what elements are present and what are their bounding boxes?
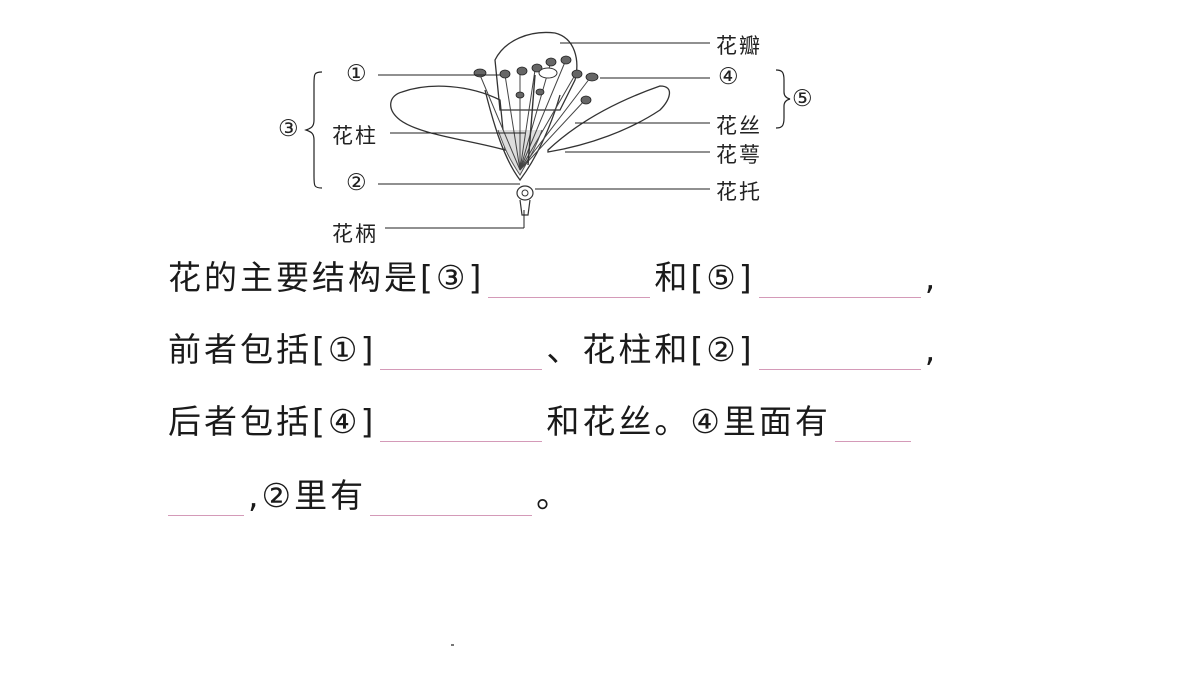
line1-text-a: 花的主要结构是[③] — [168, 258, 485, 297]
line1-text-b: 和[⑤] — [654, 258, 755, 297]
flower-cup — [484, 89, 561, 182]
flower-structure-diagram — [304, 31, 791, 229]
label-filament: 花丝 — [716, 114, 762, 138]
blank-2-contents[interactable] — [370, 481, 533, 516]
blank-4-contents-part1[interactable] — [834, 407, 911, 442]
stalk — [519, 199, 531, 216]
line1-text-c: , — [924, 258, 939, 297]
question-line-3: 后者包括[④] 和花丝。④里面有 — [168, 402, 915, 442]
left-brace — [304, 71, 323, 189]
blank-4-contents-part2[interactable] — [168, 481, 244, 516]
blank-1-answer[interactable] — [380, 335, 543, 370]
blank-5-answer[interactable] — [758, 263, 921, 298]
left-petal — [390, 85, 506, 151]
right-brace — [775, 69, 791, 129]
line3-text-a: 后者包括[④] — [168, 402, 377, 441]
style — [527, 74, 536, 166]
blank-2-answer[interactable] — [758, 335, 921, 370]
label-5: ⑤ — [792, 86, 813, 112]
line4-text-a: ,②里有 — [248, 476, 367, 515]
question-line-4: ,②里有 。 — [168, 476, 572, 516]
line4-text-b: 。 — [536, 476, 573, 515]
line2-text-b: 、花柱和[②] — [546, 330, 755, 369]
label-style: 花柱 — [332, 124, 378, 148]
question-line-1: 花的主要结构是[③] 和[⑤], — [168, 258, 938, 298]
line2-text-c: , — [924, 330, 939, 369]
label-petal: 花瓣 — [716, 34, 762, 58]
label-stalk: 花柄 — [332, 222, 378, 246]
label-2: ② — [346, 170, 367, 196]
stray-mark — [451, 644, 454, 646]
label-3: ③ — [278, 116, 299, 142]
blank-4-answer[interactable] — [380, 407, 543, 442]
right-petal — [547, 85, 671, 153]
label-receptacle: 花托 — [716, 180, 762, 204]
ovary — [516, 185, 534, 201]
blank-3-answer[interactable] — [488, 263, 651, 298]
line2-text-a: 前者包括[①] — [168, 330, 377, 369]
back-petal — [494, 31, 578, 111]
question-line-2: 前者包括[①] 、花柱和[②], — [168, 330, 938, 370]
label-sepal: 花萼 — [716, 143, 762, 167]
label-1: ① — [346, 61, 367, 87]
label-4: ④ — [718, 64, 739, 90]
line3-text-b: 和花丝。④里面有 — [546, 402, 831, 441]
